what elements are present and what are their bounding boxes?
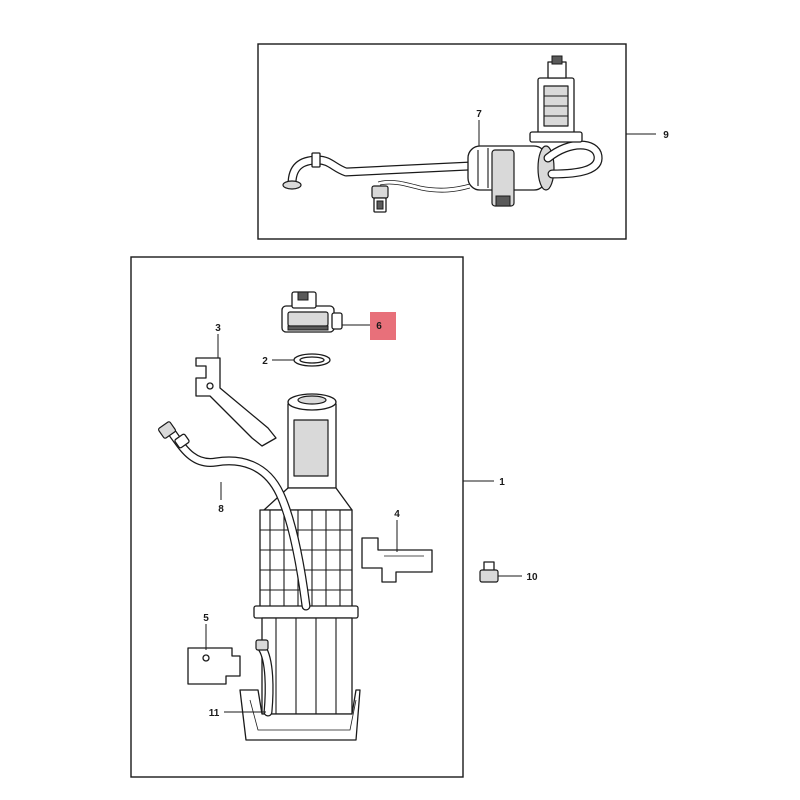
upper-bracket	[195, 357, 277, 447]
callout-3: 3	[215, 323, 221, 334]
lower-hose	[255, 639, 274, 717]
callout-9: 9	[663, 130, 669, 141]
pump-filter-valve	[529, 55, 583, 143]
leak-detection-pump-assembly	[282, 55, 603, 213]
vent-valve	[281, 291, 343, 333]
right-bracket	[361, 537, 433, 583]
callout-11: 11	[209, 708, 220, 719]
highlight-box-6	[370, 312, 396, 340]
callout-4: 4	[394, 509, 400, 520]
pump-body	[467, 145, 555, 207]
callout-10: 10	[526, 572, 538, 583]
callout-8: 8	[218, 504, 224, 515]
seal-ring	[293, 353, 331, 367]
lower-left-bracket	[187, 647, 241, 685]
top-assembly-frame	[257, 43, 627, 240]
canister-hose	[158, 421, 311, 611]
callout-6: 6	[376, 321, 382, 332]
callout-7: 7	[476, 109, 482, 120]
callout-5: 5	[203, 613, 209, 624]
canister-assembly-frame	[130, 256, 464, 778]
harness-connector	[371, 185, 389, 213]
callout-1: 1	[499, 477, 505, 488]
callout-2: 2	[262, 356, 268, 367]
mounting-bolt	[479, 561, 499, 583]
